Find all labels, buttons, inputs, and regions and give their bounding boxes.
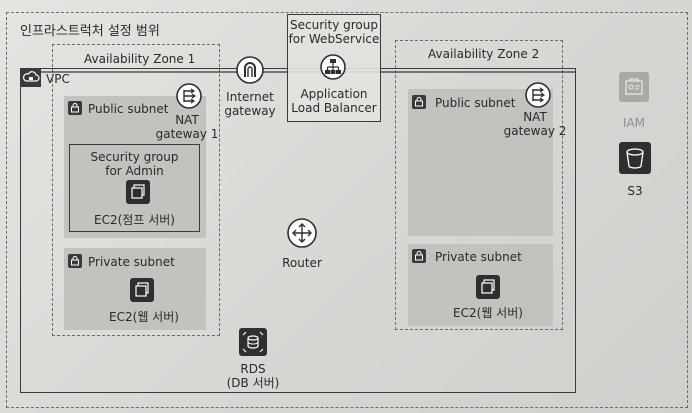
s3-bucket-icon — [619, 142, 651, 174]
ec2-web-server-1-label: EC2(웹 서버) — [109, 310, 179, 324]
az2-public-lock-icon — [412, 95, 426, 109]
az1-public-label: Public subnet — [88, 102, 169, 116]
az1-public-subnet — [64, 96, 206, 238]
rds-label: RDS (DB 서버) — [226, 362, 280, 390]
ec2-web-server-2-label: EC2(웹 서버) — [453, 306, 523, 320]
az2-public-subnet — [408, 89, 553, 236]
rds-icon — [239, 328, 267, 356]
nat-gateway-2-label: NAT gateway 2 — [503, 110, 567, 138]
alb-label: Application Load Balancer — [291, 87, 377, 115]
iam-icon — [619, 72, 649, 102]
diagram-title: 인프라스트럭처 설정 범위 — [20, 24, 160, 39]
az1-public-lock-icon — [68, 101, 82, 115]
az1-label: Availability Zone 1 — [84, 52, 196, 66]
az1-private-lock-icon — [68, 254, 82, 268]
sg-admin-label: Security group for Admin — [90, 150, 179, 178]
router-label: Router — [282, 256, 322, 270]
load-balancer-icon — [320, 54, 346, 80]
ec2-web-server-1-icon — [130, 278, 154, 302]
az2-private-label: Private subnet — [435, 250, 522, 264]
az2-label: Availability Zone 2 — [428, 47, 540, 61]
internet-gateway-icon — [236, 56, 264, 84]
infrastructure-scope-boundary — [6, 12, 688, 408]
nat-gateway-2-icon — [525, 82, 551, 108]
nat-gateway-1-label: NAT gateway 1 — [155, 113, 219, 141]
igw-label: Internet gateway — [224, 90, 276, 118]
router-icon — [287, 218, 317, 248]
vpc-icon — [21, 69, 41, 87]
az2-public-label: Public subnet — [435, 96, 516, 110]
availability-zone-1 — [52, 44, 220, 336]
ec2-web-server-2-icon — [476, 275, 500, 299]
availability-zone-2 — [395, 40, 563, 330]
iam-label: IAM — [622, 116, 646, 130]
ec2-jump-server-icon — [126, 180, 150, 204]
vpc-label: VPC — [46, 72, 70, 86]
security-group-admin — [69, 144, 200, 232]
s3-label: S3 — [627, 184, 643, 198]
ec2-jump-server-label: EC2(점프 서버) — [94, 213, 175, 227]
az2-private-lock-icon — [412, 249, 426, 263]
sg-web-label: Security group for WebService — [288, 18, 380, 46]
nat-gateway-1-icon — [176, 83, 202, 109]
az1-private-label: Private subnet — [88, 255, 175, 269]
